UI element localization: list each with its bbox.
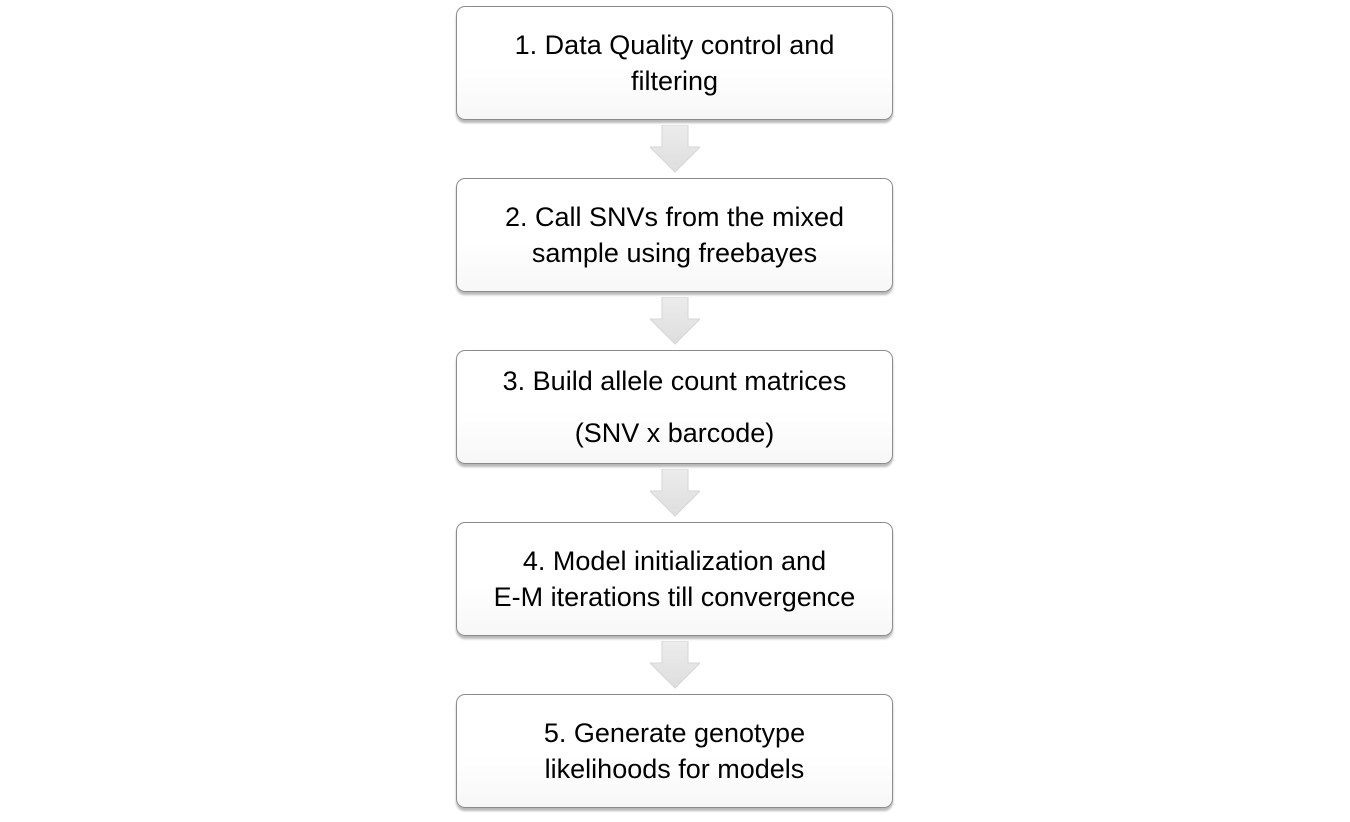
step-5-line-1: 5. Generate genotype: [543, 718, 806, 748]
down-arrow-4-icon: [650, 641, 700, 689]
step-3-line-1: 3. Build allele count matrices: [502, 366, 847, 396]
down-arrow-2-icon: [650, 297, 700, 345]
step-4-line-2: E-M iterations till convergence: [493, 582, 856, 612]
down-arrow-3-icon: [650, 469, 700, 517]
step-3-line-2: (SNV x barcode): [574, 418, 775, 448]
step-2-line-2: sample using freebayes: [531, 238, 818, 268]
down-arrow-1-icon: [650, 125, 700, 173]
step-5-text: 5. Generate genotype likelihoods for mod…: [536, 715, 813, 787]
step-1-text: 1. Data Quality control and filtering: [507, 27, 843, 99]
step-4-line-1: 4. Model initialization and: [522, 546, 827, 576]
step-4-text: 4. Model initialization and E-M iteratio…: [486, 543, 864, 615]
step-1-box: 1. Data Quality control and filtering: [456, 6, 893, 120]
step-1-line-1: 1. Data Quality control and: [514, 30, 835, 60]
step-3-text: 3. Build allele count matrices (SNV x ba…: [495, 355, 855, 459]
step-1-line-2: filtering: [630, 66, 719, 96]
step-2-box: 2. Call SNVs from the mixed sample using…: [456, 178, 893, 292]
step-2-line-1: 2. Call SNVs from the mixed: [504, 202, 845, 232]
step-5-line-2: likelihoods for models: [544, 754, 805, 784]
step-3-box: 3. Build allele count matrices (SNV x ba…: [456, 350, 893, 464]
step-4-box: 4. Model initialization and E-M iteratio…: [456, 522, 893, 636]
step-5-box: 5. Generate genotype likelihoods for mod…: [456, 694, 893, 808]
step-2-text: 2. Call SNVs from the mixed sample using…: [497, 199, 852, 271]
